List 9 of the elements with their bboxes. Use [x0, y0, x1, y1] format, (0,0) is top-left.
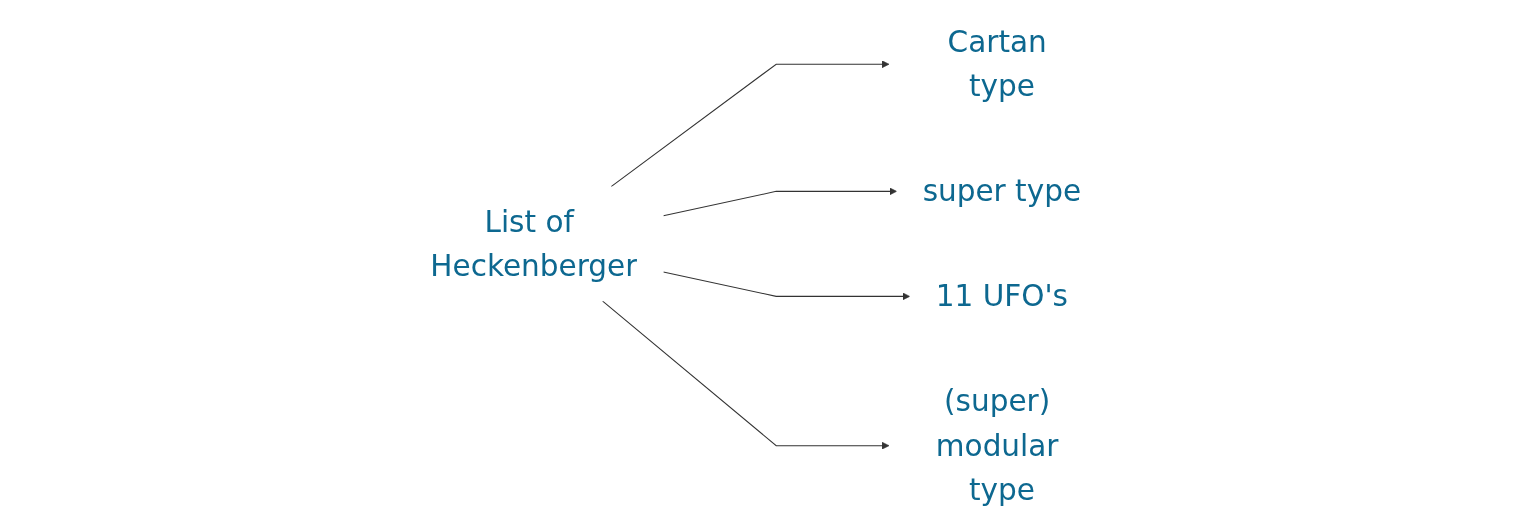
node-text: 11 UFO's — [935, 278, 1068, 314]
arrow — [602, 300, 890, 450]
node-text: (super) modular type — [935, 383, 1059, 507]
arrow — [662, 271, 911, 301]
node-text: super type — [922, 173, 1082, 209]
arrow — [610, 60, 890, 188]
arrow — [662, 187, 897, 217]
node-text: List of Heckenberger — [430, 203, 638, 283]
node-text: Cartan type — [947, 24, 1047, 104]
